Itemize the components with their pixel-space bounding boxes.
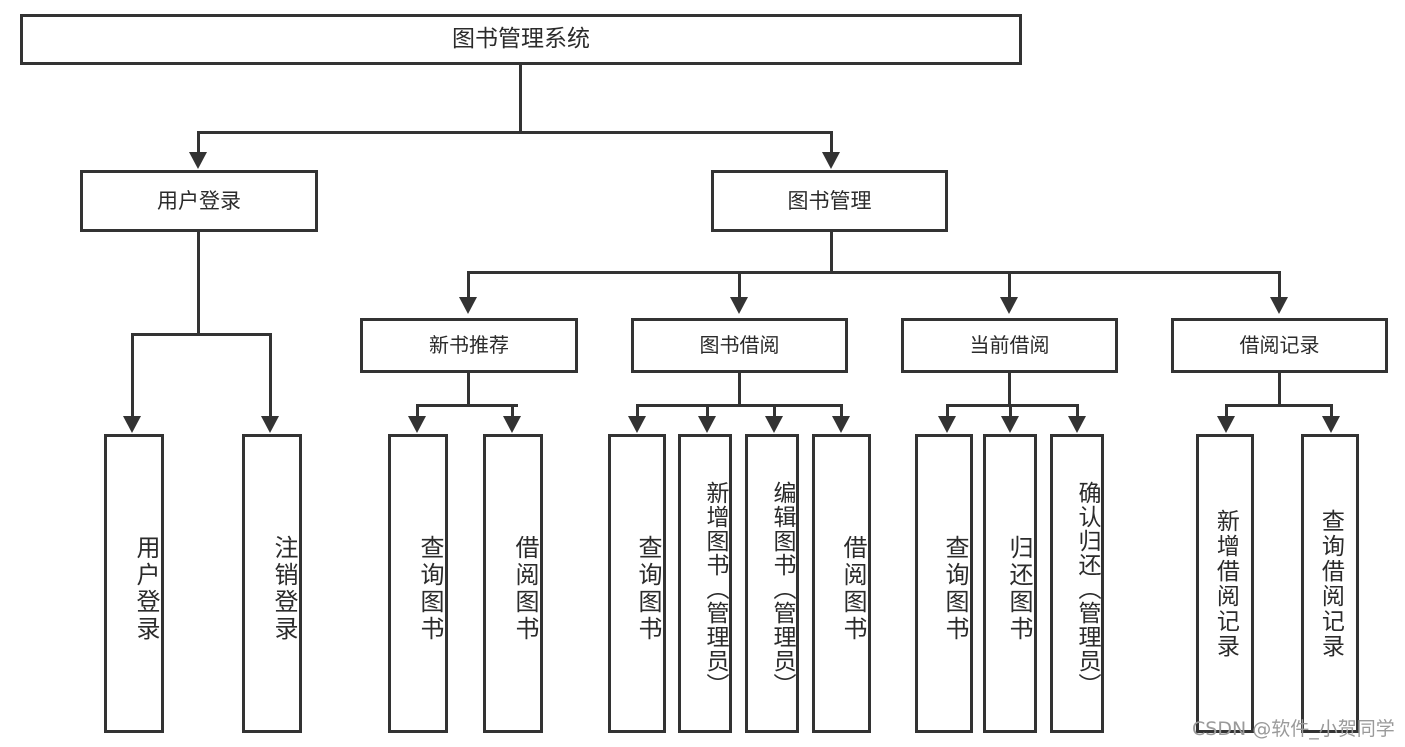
node-label: 查询图书 <box>634 534 662 643</box>
connector-nbr-child-2 <box>511 404 514 418</box>
arrowhead-bm-child-2 <box>730 297 748 314</box>
connector-user-login-child-2 <box>269 333 272 418</box>
leaf-query-book-bb[interactable]: 查询图书 <box>608 434 666 733</box>
node-new-book-recommend[interactable]: 新书推荐 <box>360 318 578 373</box>
node-book-borrow[interactable]: 图书借阅 <box>631 318 848 373</box>
connector-br-stem <box>1278 373 1281 407</box>
leaf-logout[interactable]: 注销登录 <box>242 434 302 733</box>
node-root-book-management-system[interactable]: 图书管理系统 <box>20 14 1022 65</box>
node-user-login[interactable]: 用户登录 <box>80 170 318 232</box>
connector-user-login-child-1 <box>131 333 134 418</box>
node-label: 确认归还（管理员） <box>1074 480 1100 697</box>
arrowhead-cb-child-3 <box>1068 416 1086 433</box>
connector-cb-bus <box>946 404 1078 407</box>
connector-book-management-stem <box>830 232 833 274</box>
leaf-query-book-nbr[interactable]: 查询图书 <box>388 434 448 733</box>
connector-bb-child-3 <box>773 404 776 418</box>
node-label: 当前借阅 <box>969 333 1050 357</box>
arrowhead-user-login-child-2 <box>261 416 279 433</box>
arrowhead-root-to-book-management <box>822 152 840 169</box>
leaf-query-borrow-record[interactable]: 查询借阅记录 <box>1301 434 1359 733</box>
connector-root-to-book-management <box>830 131 833 154</box>
connector-bm-child-1 <box>467 271 470 299</box>
connector-bm-child-4 <box>1278 271 1281 299</box>
connector-br-bus <box>1225 404 1333 407</box>
node-borrow-record[interactable]: 借阅记录 <box>1171 318 1388 373</box>
leaf-add-borrow-record[interactable]: 新增借阅记录 <box>1196 434 1254 733</box>
leaf-add-book-admin[interactable]: 新增图书（管理员） <box>678 434 732 733</box>
connector-cb-child-3 <box>1076 404 1079 418</box>
arrowhead-bm-child-1 <box>459 297 477 314</box>
connector-bb-stem <box>738 373 741 407</box>
connector-book-management-bus <box>467 271 1279 274</box>
arrowhead-nbr-child-1 <box>408 416 426 433</box>
arrowhead-br-child-2 <box>1322 416 1340 433</box>
connector-bb-bus <box>636 404 842 407</box>
leaf-return-book[interactable]: 归还图书 <box>983 434 1037 733</box>
connector-root-bus <box>197 131 833 134</box>
arrowhead-user-login-child-1 <box>123 416 141 433</box>
leaf-user-login[interactable]: 用户登录 <box>104 434 164 733</box>
connector-root-to-user-login <box>197 131 200 154</box>
arrowhead-nbr-child-2 <box>503 416 521 433</box>
arrowhead-bb-child-2 <box>698 416 716 433</box>
node-label: 借阅图书 <box>511 534 539 643</box>
node-label: 查询图书 <box>941 534 969 643</box>
leaf-query-book-cb[interactable]: 查询图书 <box>915 434 973 733</box>
arrowhead-br-child-1 <box>1217 416 1235 433</box>
connector-nbr-bus <box>416 404 518 407</box>
arrowhead-bb-child-3 <box>765 416 783 433</box>
leaf-borrow-book-bb[interactable]: 借阅图书 <box>812 434 871 733</box>
connector-br-child-2 <box>1330 404 1333 418</box>
node-label: 用户登录 <box>132 534 160 643</box>
node-label: 新增借阅记录 <box>1212 508 1239 659</box>
node-label: 查询借阅记录 <box>1317 508 1344 659</box>
node-label: 图书借阅 <box>699 333 780 357</box>
connector-nbr-child-1 <box>416 404 419 418</box>
connector-bb-child-2 <box>706 404 709 418</box>
arrowhead-root-to-user-login <box>189 152 207 169</box>
leaf-confirm-return-admin[interactable]: 确认归还（管理员） <box>1050 434 1104 733</box>
node-label: 查询图书 <box>416 534 444 643</box>
node-label: 注销登录 <box>270 534 298 643</box>
node-label: 新增图书（管理员） <box>702 480 728 697</box>
arrowhead-bm-child-3 <box>1000 297 1018 314</box>
leaf-edit-book-admin[interactable]: 编辑图书（管理员） <box>745 434 799 733</box>
connector-bb-child-4 <box>840 404 843 418</box>
connector-root-stem <box>519 65 522 134</box>
leaf-borrow-book-nbr[interactable]: 借阅图书 <box>483 434 543 733</box>
connector-cb-stem <box>1008 373 1011 407</box>
node-current-borrow[interactable]: 当前借阅 <box>901 318 1118 373</box>
node-label: 借阅图书 <box>839 534 867 643</box>
connector-br-child-1 <box>1225 404 1228 418</box>
connector-user-login-stem <box>197 232 200 335</box>
csdn-watermark: CSDN @软件_小贺同学 <box>1192 718 1395 740</box>
connector-user-login-bus <box>131 333 270 336</box>
node-label: 编辑图书（管理员） <box>769 480 795 697</box>
arrowhead-bb-child-4 <box>832 416 850 433</box>
connector-cb-child-1 <box>946 404 949 418</box>
arrowhead-bm-child-4 <box>1270 297 1288 314</box>
connector-bm-child-2 <box>738 271 741 299</box>
arrowhead-bb-child-1 <box>628 416 646 433</box>
node-label: 借阅记录 <box>1239 333 1320 357</box>
node-label: 图书管理 <box>787 188 872 213</box>
node-book-management[interactable]: 图书管理 <box>711 170 948 232</box>
node-label: 归还图书 <box>1005 534 1033 643</box>
node-label: 新书推荐 <box>429 333 509 357</box>
arrowhead-cb-child-2 <box>1001 416 1019 433</box>
arrowhead-cb-child-1 <box>938 416 956 433</box>
node-label: 图书管理系统 <box>452 26 590 53</box>
node-label: 用户登录 <box>157 188 241 213</box>
connector-bm-child-3 <box>1008 271 1011 299</box>
connector-cb-child-2 <box>1009 404 1012 418</box>
connector-nbr-stem <box>467 373 470 407</box>
connector-bb-child-1 <box>636 404 639 418</box>
